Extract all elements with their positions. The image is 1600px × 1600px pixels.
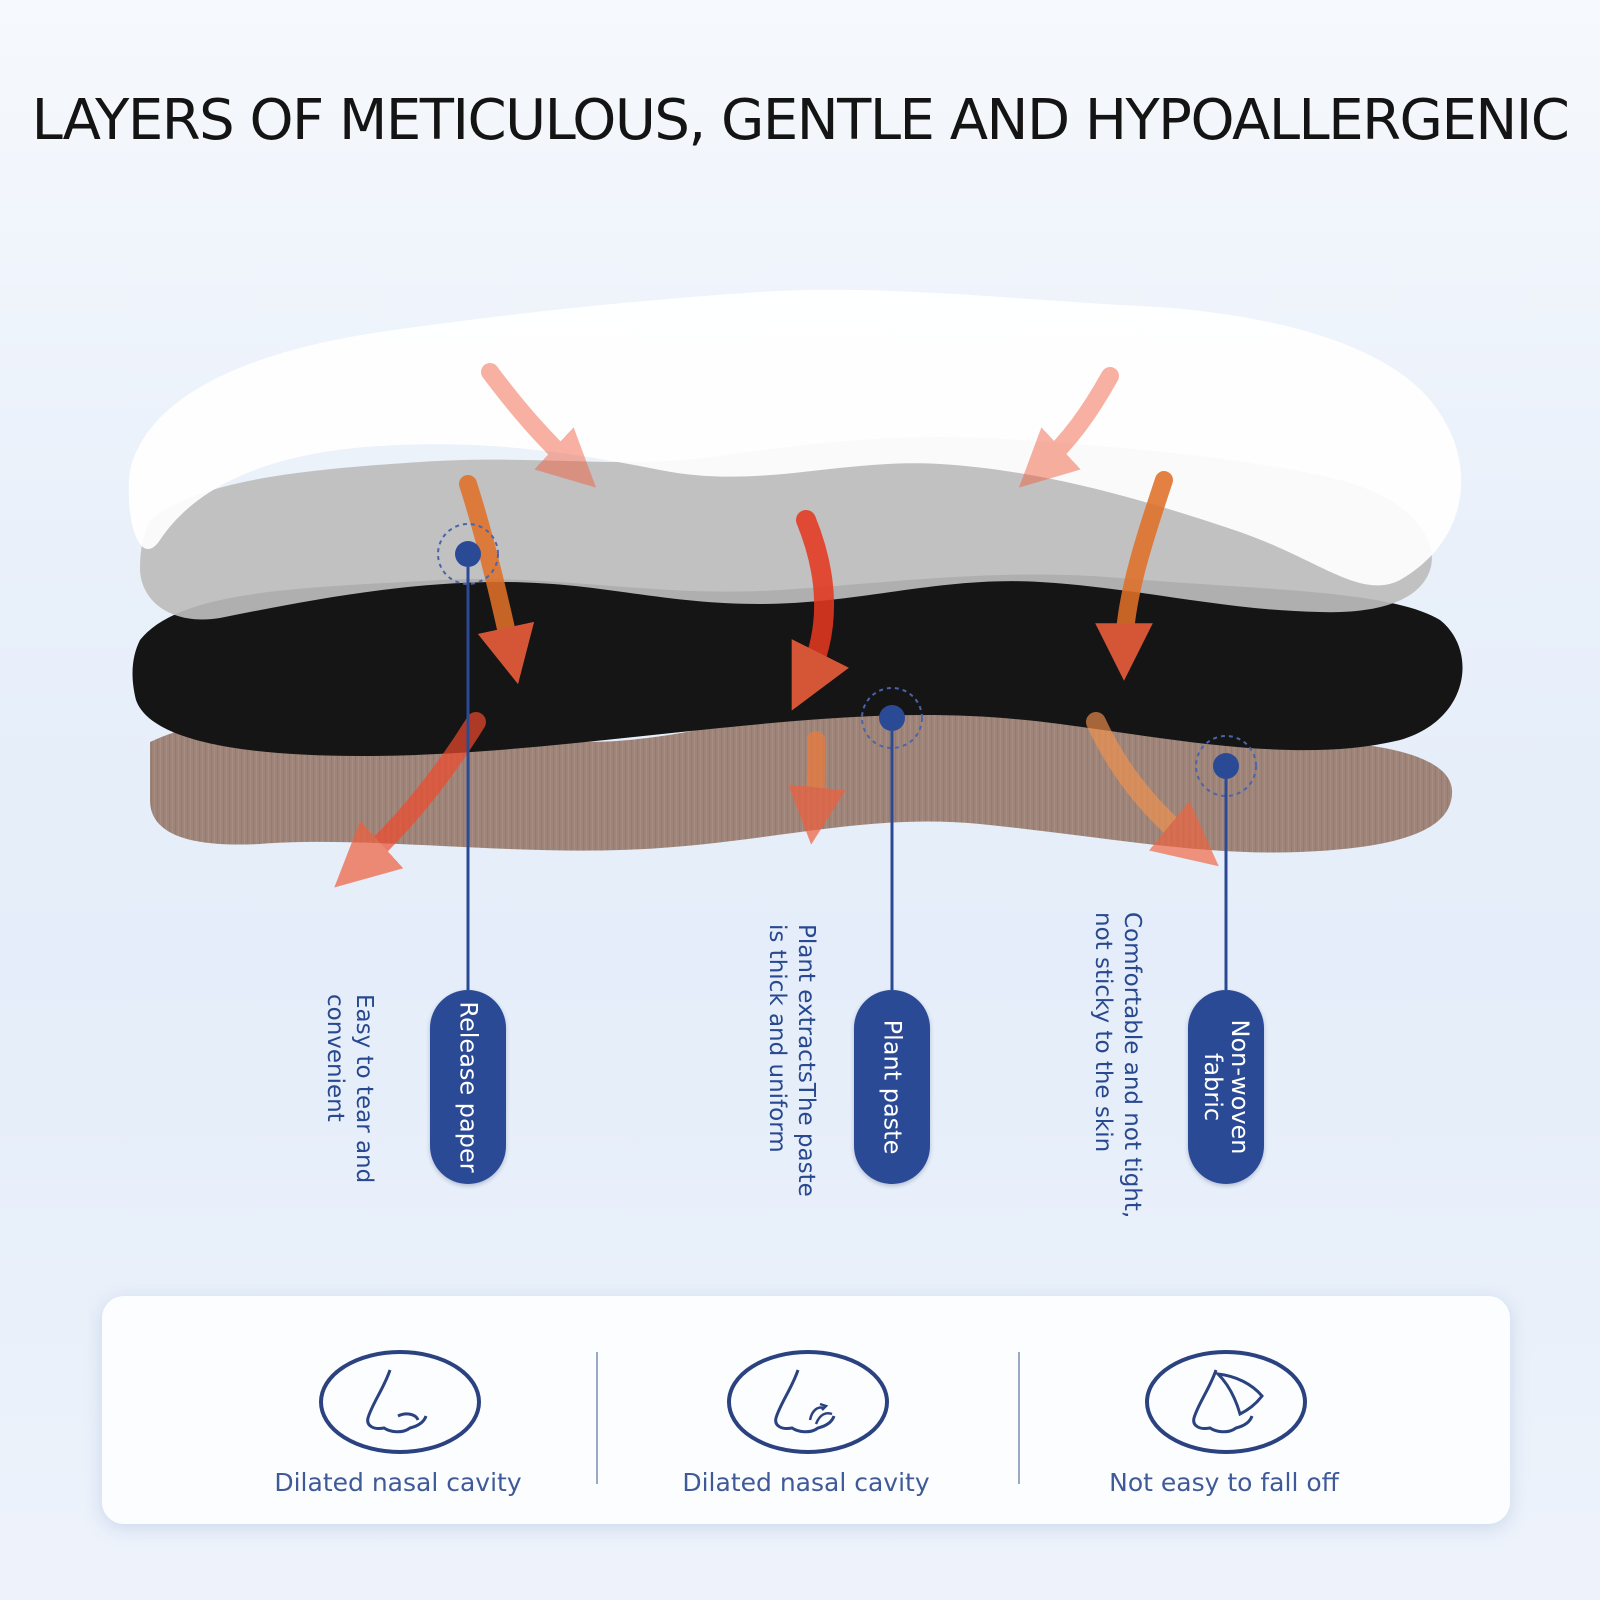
non-woven-fabric-label-line-1: Non-woven xyxy=(1226,1019,1254,1155)
plant-paste-description-line-2: is thick and uniform xyxy=(764,924,790,1153)
feature-not-easy-to-fall-off: Not easy to fall off xyxy=(1024,1296,1424,1524)
top-white-layer xyxy=(128,289,1462,586)
feature-dilated-nasal-cavity-1: Dilated nasal cavity xyxy=(198,1296,598,1524)
features-panel: Dilated nasal cavity Dilated nasal cavit… xyxy=(102,1296,1510,1524)
feature-label: Dilated nasal cavity xyxy=(682,1468,930,1497)
nose-airflow-icon xyxy=(727,1350,889,1454)
release-paper-description-line-1: Easy to tear and xyxy=(351,994,377,1184)
nose-patch-icon xyxy=(1145,1350,1307,1454)
leader-release-paper xyxy=(437,523,499,990)
non-woven-fabric-description-line-1: Comfortable and not tight, xyxy=(1119,912,1145,1219)
divider xyxy=(596,1352,598,1484)
non-woven-fabric-label: Non-woven fabric xyxy=(1199,1019,1254,1155)
page-title: LAYERS OF METICULOUS, GENTLE AND HYPOALL… xyxy=(31,88,1570,153)
non-woven-fabric-description-line-2: not sticky to the skin xyxy=(1090,912,1116,1153)
release-paper-description-line-2: convenient xyxy=(322,994,348,1122)
release-paper-pill: Release paper xyxy=(430,990,506,1184)
divider xyxy=(1018,1352,1020,1484)
non-woven-fabric-pill: Non-woven fabric xyxy=(1188,990,1264,1184)
plant-paste-description: Plant extractsThe paste is thick and uni… xyxy=(762,924,820,1197)
non-woven-fabric-label-line-2: fabric xyxy=(1199,1052,1227,1122)
heat-arrows xyxy=(334,363,1219,888)
feature-dilated-nasal-cavity-2: Dilated nasal cavity xyxy=(606,1296,1006,1524)
release-paper-label: Release paper xyxy=(454,1001,483,1173)
nose-icon xyxy=(319,1350,481,1454)
feature-label: Not easy to fall off xyxy=(1109,1468,1339,1497)
plant-paste-label: Plant paste xyxy=(878,1019,907,1155)
release-paper-description: Easy to tear and convenient xyxy=(320,994,378,1183)
leader-non-woven-fabric xyxy=(1195,735,1257,990)
feature-label: Dilated nasal cavity xyxy=(274,1468,522,1497)
plant-paste-description-line-1: Plant extractsThe paste xyxy=(793,924,819,1197)
plant-paste-pill: Plant paste xyxy=(854,990,930,1184)
leader-plant-paste xyxy=(861,687,923,990)
non-woven-fabric-description: Comfortable and not tight, not sticky to… xyxy=(1088,912,1146,1218)
